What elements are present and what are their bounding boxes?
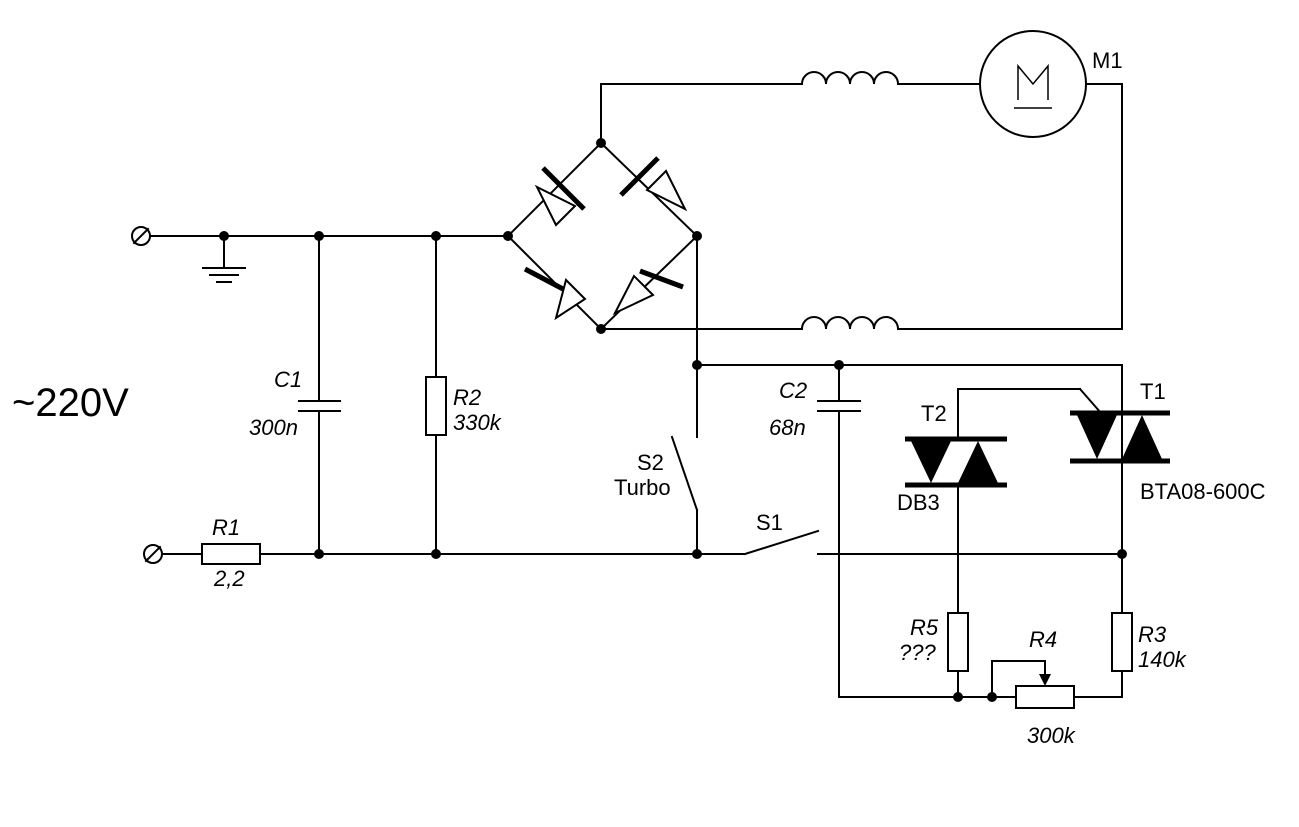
r4-value: 300k — [1027, 723, 1076, 748]
switch-s1 — [743, 529, 820, 556]
c2-value: 68n — [769, 415, 806, 440]
gate-wire — [957, 387, 1103, 438]
junction-dots — [219, 138, 1127, 702]
s1-ref: S1 — [756, 510, 783, 535]
motor-return-wire — [600, 83, 1123, 331]
diac-t2 — [905, 436, 1007, 614]
r2-ref: R2 — [453, 385, 481, 410]
s2-ref: S2 — [637, 450, 664, 475]
r3-ref: R3 — [1138, 622, 1167, 647]
resistor-r5 — [947, 612, 969, 698]
triac-t1 — [1070, 410, 1170, 464]
capacitor-c1 — [298, 235, 341, 555]
diode-upper-left — [534, 166, 586, 227]
bridge-rectifier — [506, 141, 699, 331]
diode-upper-right — [619, 156, 688, 212]
supply-label: ~220V — [12, 381, 129, 425]
s2-note: Turbo — [614, 475, 671, 500]
capacitor-c2 — [817, 364, 993, 698]
c2-ref: C2 — [779, 378, 807, 403]
switch-s2 — [670, 435, 699, 555]
t1-part: BTA08-600C — [1140, 479, 1266, 504]
ground-symbol — [202, 235, 246, 283]
r1-value: 2,2 — [213, 566, 245, 591]
motor-m1 — [979, 30, 1087, 138]
c1-ref: C1 — [274, 367, 302, 392]
resistor-r2 — [425, 235, 447, 555]
resistor-r3 — [1111, 553, 1133, 698]
diode-lower-left — [523, 266, 587, 321]
t2-part: DB3 — [897, 490, 940, 515]
r3-value: 140k — [1138, 647, 1187, 672]
m1-ref: M1 — [1092, 48, 1123, 73]
resistor-r1 — [201, 543, 261, 565]
r5-ref: R5 — [910, 615, 939, 640]
r2-value: 330k — [453, 410, 502, 435]
c1-value: 300n — [249, 415, 298, 440]
input-terminal-bottom — [143, 544, 163, 564]
r5-value: ??? — [899, 640, 936, 665]
diode-lower-right — [612, 268, 684, 316]
t2-ref: T2 — [921, 401, 947, 426]
r4-ref: R4 — [1029, 627, 1057, 652]
motor-top-wire — [600, 71, 981, 144]
potentiometer-r4 — [957, 660, 1123, 709]
r1-ref: R1 — [212, 515, 240, 540]
input-terminal-top — [131, 226, 151, 246]
t1-ref: T1 — [1140, 379, 1166, 404]
